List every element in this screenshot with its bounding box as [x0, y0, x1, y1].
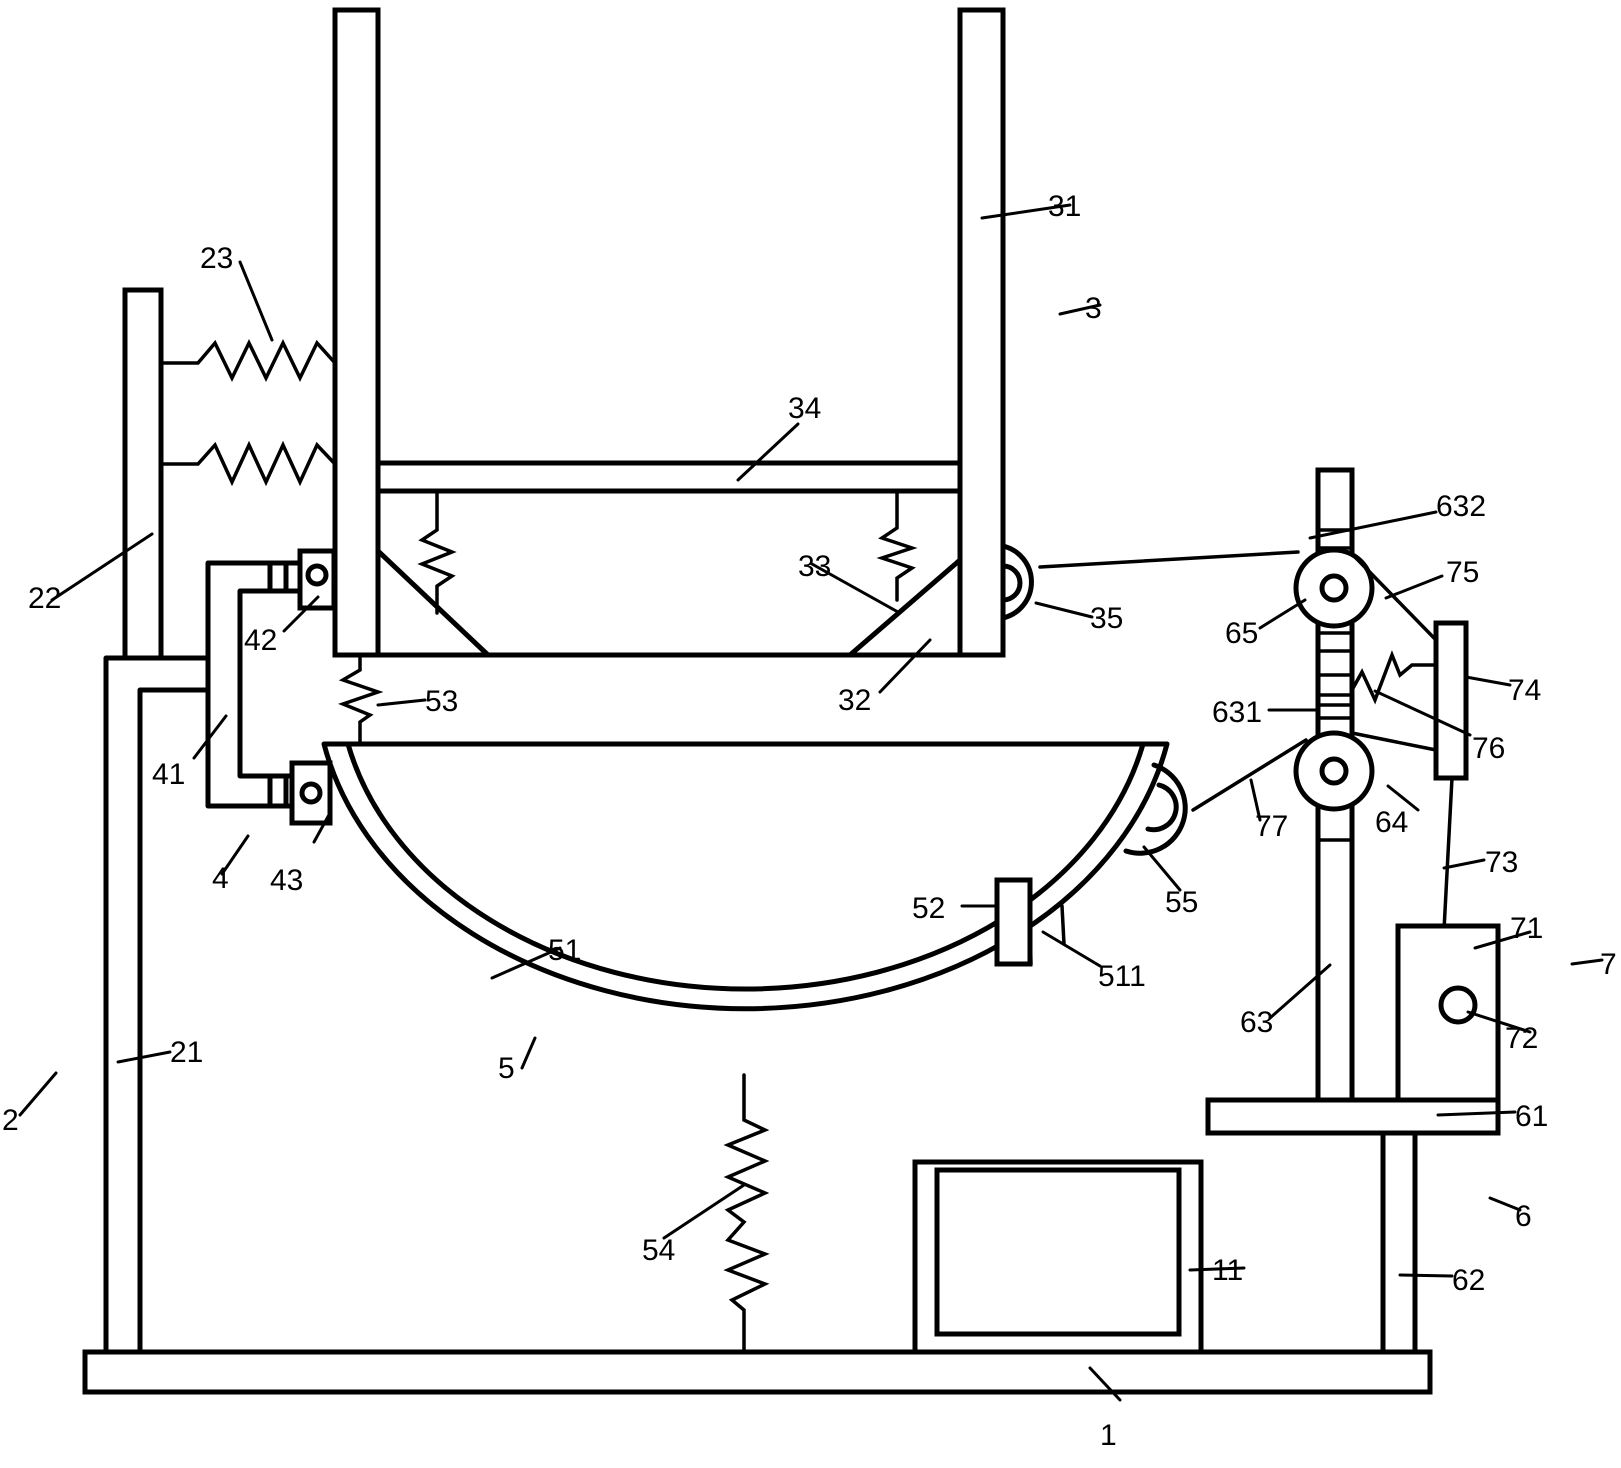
- label-5: 5: [498, 1052, 515, 1085]
- label-55: 55: [1165, 886, 1198, 919]
- label-53: 53: [425, 685, 458, 718]
- label-31: 31: [1048, 190, 1081, 223]
- label-33: 33: [798, 550, 831, 583]
- label-51: 51: [548, 934, 581, 967]
- label-73: 73: [1485, 846, 1518, 879]
- connecting-bracket: [205, 560, 303, 809]
- label-52: 52: [912, 892, 945, 925]
- label-65: 65: [1225, 617, 1258, 650]
- collection-box: [912, 1159, 1204, 1355]
- label-7: 7: [1600, 948, 1617, 981]
- right-deflector: [847, 557, 963, 658]
- label-61: 61: [1515, 1100, 1548, 1133]
- bowl-top-spring: [338, 653, 384, 746]
- label-632: 632: [1436, 490, 1486, 523]
- left-deflector: [375, 548, 491, 658]
- cross-plate-springs: [417, 489, 918, 615]
- hopper-left-wall: [332, 7, 381, 658]
- label-63: 63: [1240, 1006, 1273, 1039]
- lower-pivot-block: [289, 760, 333, 826]
- label-34: 34: [788, 392, 821, 425]
- support-platform: [1205, 1097, 1501, 1136]
- lower-cable: [1191, 731, 1438, 812]
- label-2: 2: [2, 1104, 19, 1137]
- label-76: 76: [1472, 732, 1505, 765]
- upper-cable: [1038, 550, 1438, 642]
- label-77: 77: [1255, 810, 1288, 843]
- upper-springs: [159, 338, 337, 487]
- left-frame: [103, 655, 211, 1355]
- slider-spring: [1350, 650, 1438, 705]
- label-54: 54: [642, 1234, 675, 1267]
- label-4: 4: [212, 862, 229, 895]
- label-71: 71: [1510, 912, 1543, 945]
- baffle: [994, 877, 1033, 967]
- label-43: 43: [270, 864, 303, 897]
- label-511: 511: [1098, 960, 1146, 993]
- label-21: 21: [170, 1036, 203, 1069]
- vertical-post: [122, 287, 164, 661]
- label-3: 3: [1085, 292, 1102, 325]
- cross-plate: [375, 460, 963, 494]
- winding-wheel: [1438, 985, 1478, 1025]
- base-plate: [82, 1349, 1433, 1395]
- semicircular-bowl: [321, 741, 1170, 1012]
- hopper-right-wall: [957, 7, 1006, 658]
- label-42: 42: [244, 624, 277, 657]
- label-74: 74: [1508, 674, 1541, 707]
- label-64: 64: [1375, 806, 1408, 839]
- hopper-hinge-lug: [1000, 543, 1034, 621]
- bowl-hinge-lug: [1123, 762, 1188, 856]
- label-35: 35: [1090, 602, 1123, 635]
- label-72: 72: [1505, 1022, 1538, 1055]
- callout-labels: 1 11 2 21 22 23 3 31 32 33 34 35 4 41 42…: [2, 190, 1617, 1452]
- label-11: 11: [1212, 1254, 1243, 1287]
- label-75: 75: [1446, 556, 1479, 589]
- label-32: 32: [838, 684, 871, 717]
- label-62: 62: [1452, 1264, 1485, 1297]
- label-1: 1: [1100, 1419, 1117, 1452]
- leader-lines: [18, 203, 1604, 1402]
- label-41: 41: [152, 758, 185, 791]
- label-6: 6: [1515, 1200, 1532, 1233]
- lower-pulley: [1293, 730, 1375, 812]
- label-631: 631: [1212, 696, 1262, 729]
- slider-plate: [1433, 620, 1469, 781]
- upper-pulley: [1293, 547, 1375, 629]
- label-22: 22: [28, 582, 61, 615]
- label-23: 23: [200, 242, 233, 275]
- support-leg: [1380, 1130, 1418, 1355]
- bottom-spring: [723, 1073, 770, 1354]
